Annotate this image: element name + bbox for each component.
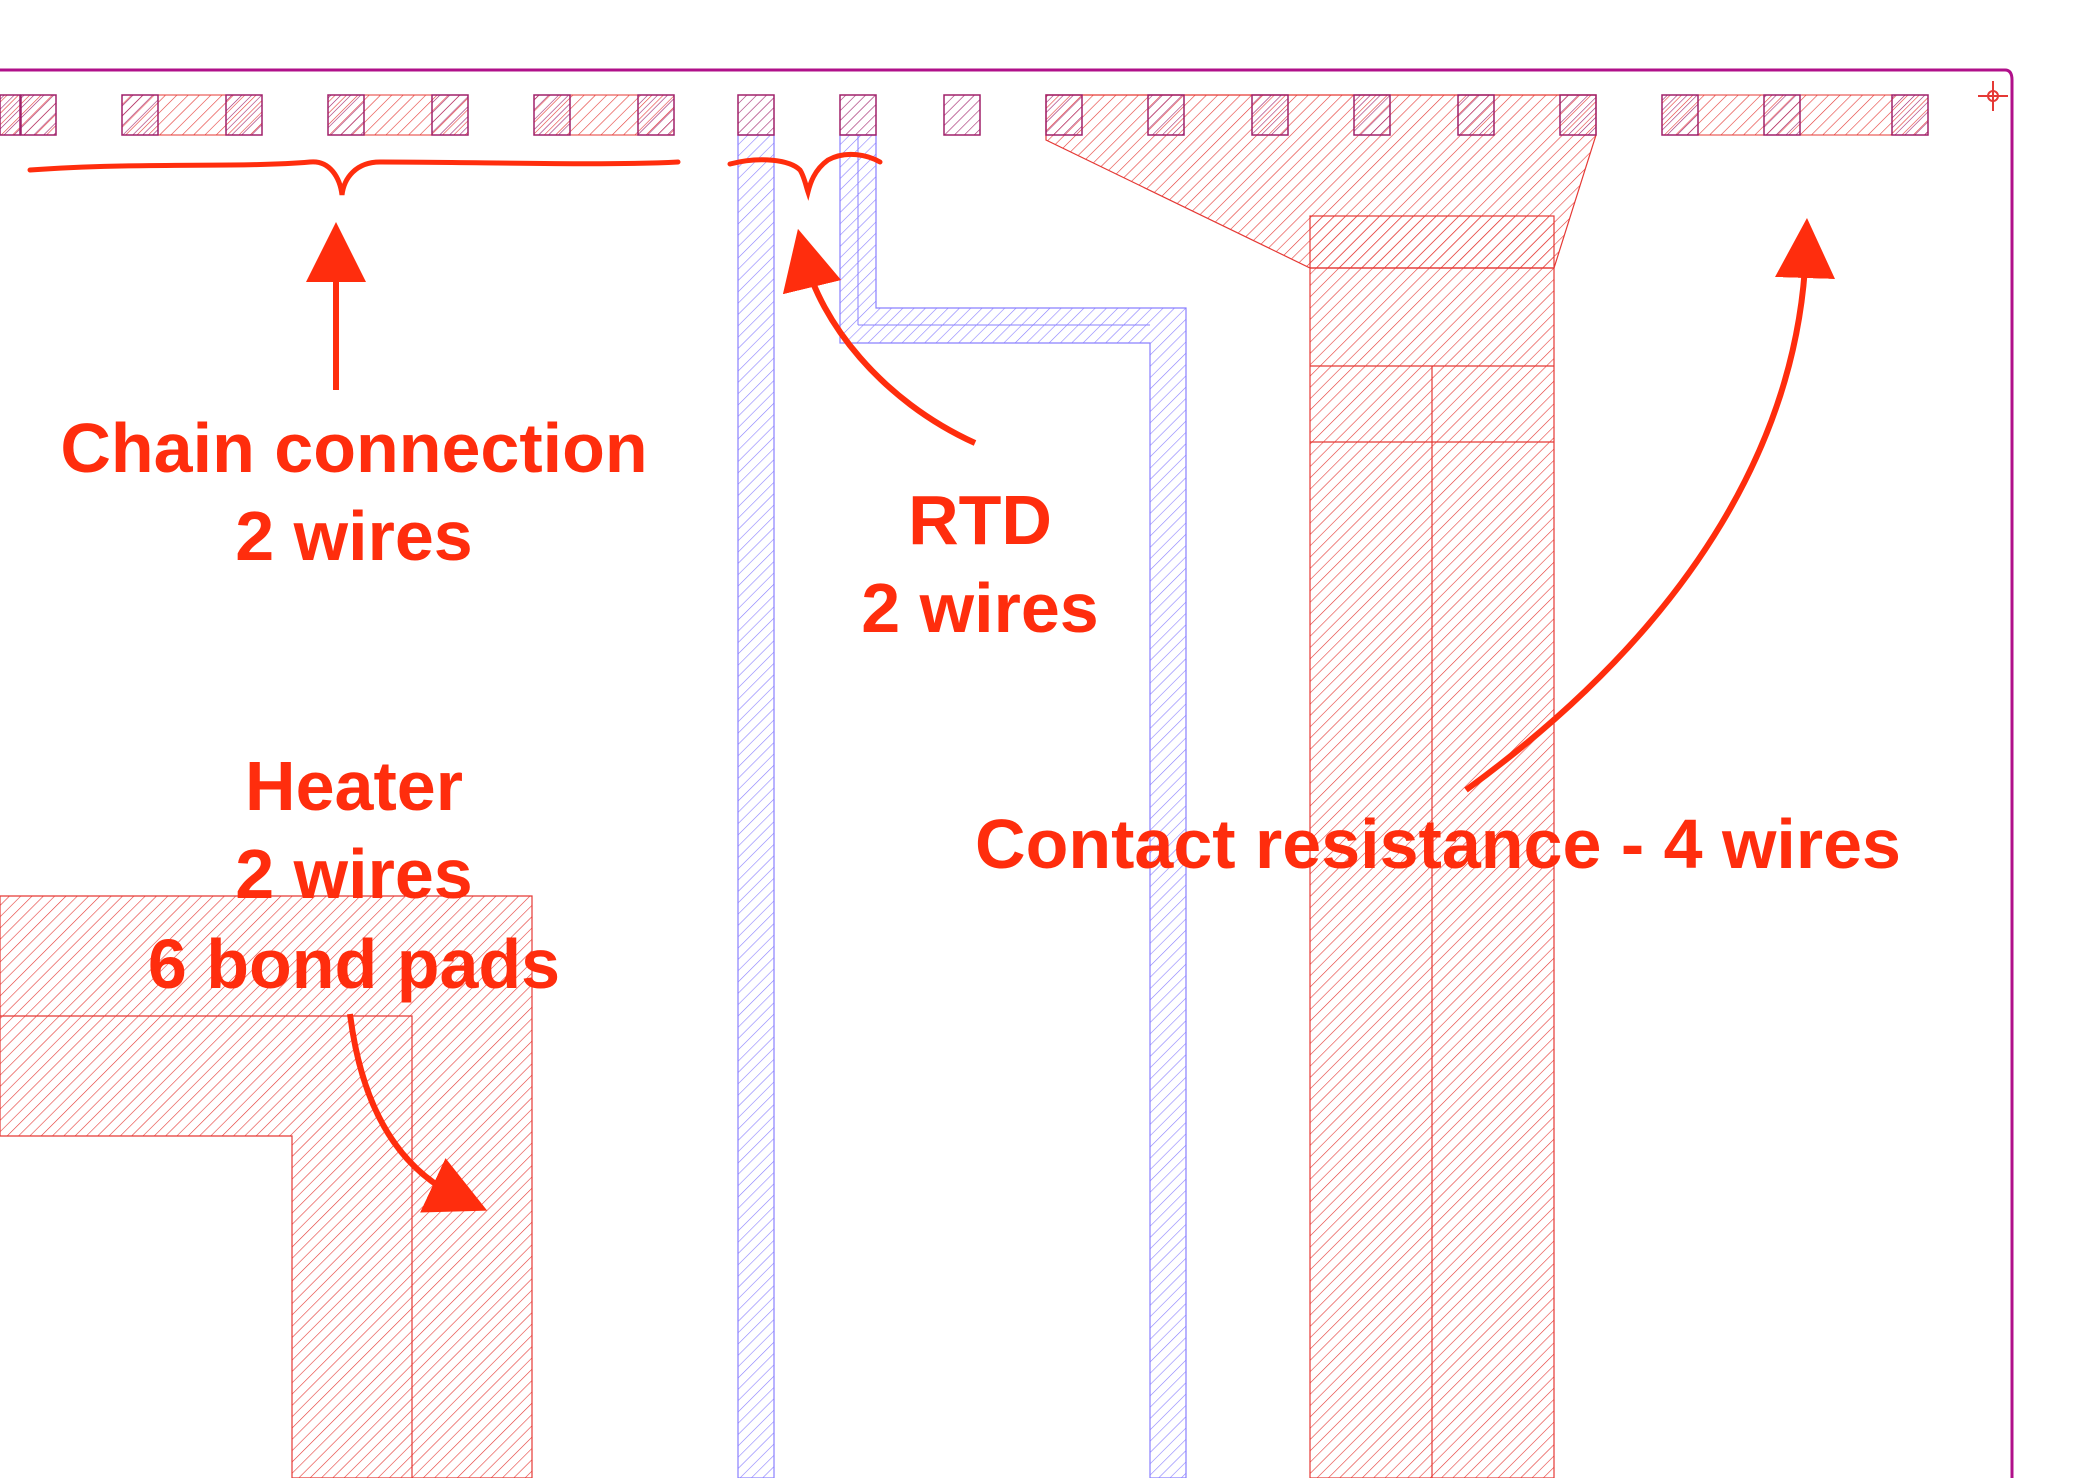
bond-pad — [533, 94, 571, 136]
bond-pad — [1891, 94, 1929, 136]
bond-pad — [637, 94, 675, 136]
chain-pads — [0, 94, 675, 136]
bond-pad — [1661, 94, 1699, 136]
bond-pad — [1251, 94, 1289, 136]
rtd-trace — [737, 94, 1187, 1478]
chain-brace — [27, 159, 681, 196]
heater-arrow — [347, 1013, 488, 1213]
contact-resistance-structure — [1045, 94, 1597, 1478]
bond-pad — [20, 94, 57, 136]
bond-pad — [1457, 94, 1495, 136]
bond-pad — [943, 94, 981, 136]
heater-label-line2: 2 wires — [235, 835, 472, 913]
heater-label-line3: 6 bond pads — [148, 925, 560, 1003]
bond-pad — [225, 94, 263, 136]
bond-pad — [0, 94, 21, 136]
rtd-label-line2: 2 wires — [861, 569, 1098, 647]
origin-marker-icon — [1978, 81, 2008, 111]
bond-pad — [1045, 94, 1083, 136]
bond-pad — [1763, 94, 1801, 136]
chain-label-line2: 2 wires — [235, 497, 472, 575]
bond-pad — [1147, 94, 1185, 136]
bond-pad — [327, 94, 365, 136]
bond-pad — [431, 94, 469, 136]
bond-pad — [839, 94, 877, 136]
die-outline — [0, 68, 2014, 1478]
bond-pad — [1559, 94, 1597, 136]
bond-pad — [121, 94, 159, 136]
rtd-brace — [727, 151, 883, 201]
contact-label: Contact resistance - 4 wires — [975, 805, 1901, 883]
chain-label-line1: Chain connection — [60, 409, 647, 487]
heater-structure — [0, 895, 533, 1478]
right-pad-group — [1661, 94, 1929, 136]
bond-pad — [1353, 94, 1391, 136]
bond-pad — [737, 94, 775, 136]
rtd-label-line1: RTD — [908, 481, 1052, 559]
heater-label-line1: Heater — [245, 747, 463, 825]
contact-arrow — [1464, 218, 1835, 793]
rtd-arrow — [782, 228, 977, 446]
